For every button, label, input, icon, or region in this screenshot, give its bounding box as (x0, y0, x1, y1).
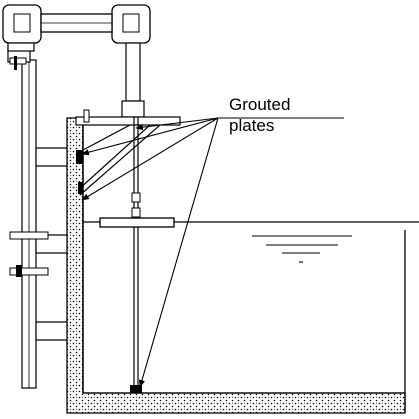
wall-brackets (9, 147, 68, 341)
callout-label-line1: Grouted (229, 95, 291, 114)
top-pipe-assembly (2, 4, 181, 126)
float-assembly (99, 117, 175, 393)
callout-label-line2: plates (229, 116, 275, 135)
left-guide-rod (7, 47, 37, 389)
callout-leaders (81, 117, 344, 388)
